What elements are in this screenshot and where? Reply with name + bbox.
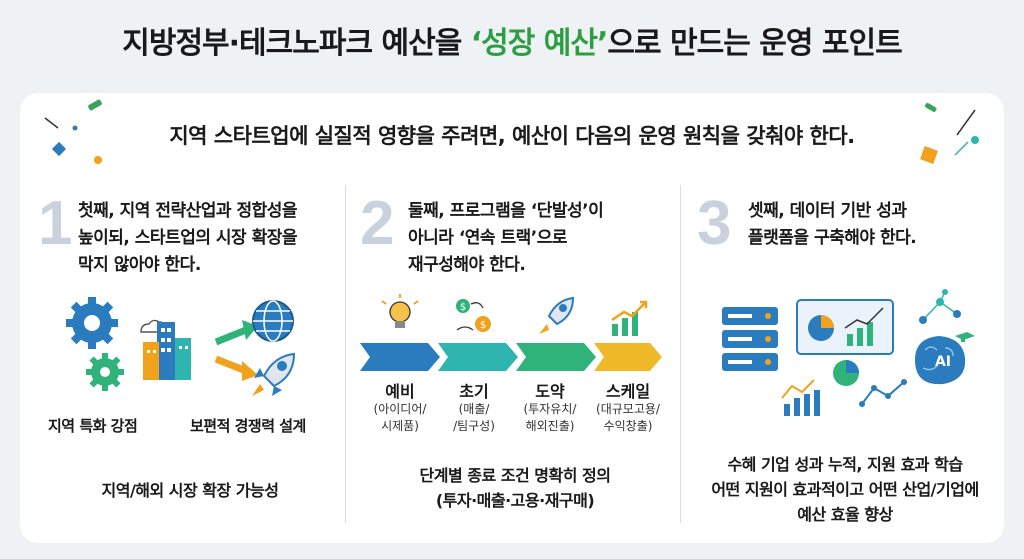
stage-desc-1: (아이디어/시제품) xyxy=(373,402,427,433)
column-divider-1 xyxy=(345,185,346,523)
subtitle: 지역 스타트업에 실질적 영향을 주려면, 예산이 다음의 운영 원칙을 갖춰야… xyxy=(169,124,855,148)
dashboard-icon xyxy=(796,299,894,355)
svg-text:$: $ xyxy=(460,302,466,313)
stage-desc-2: (매출//팀구성) xyxy=(453,402,495,433)
rocket-icon xyxy=(252,352,296,396)
money-icon: $ $ xyxy=(456,299,491,332)
column-1-footer: 지역/해외 시장 확장 가능성 xyxy=(101,481,279,500)
globe-icon xyxy=(252,300,294,342)
arrow-down-icon xyxy=(214,355,258,381)
stage-desc-3: (투자유치/해외진출) xyxy=(523,402,577,433)
server-icon xyxy=(722,307,778,371)
column-2-footer: 단계별 종료 조건 명확히 정의(투자·매출·고용·재구매) xyxy=(419,466,611,510)
column-3-number: 3 xyxy=(697,189,732,258)
bar-chart-icon xyxy=(781,379,820,416)
rocket-icon xyxy=(539,296,575,334)
page-title: 지방정부·테크노파크 예산을 ‘성장 예산’으로 만드는 운영 포인트 xyxy=(122,26,902,61)
stage-name-1: 예비 xyxy=(385,382,415,401)
svg-text:$: $ xyxy=(480,320,486,331)
column-divider-2 xyxy=(680,185,681,523)
stage-name-3: 도약 xyxy=(535,382,565,401)
network-nodes-icon xyxy=(919,289,961,324)
column-1-number: 1 xyxy=(38,189,73,258)
lightbulb-icon xyxy=(381,294,419,328)
caption-local-strength: 지역 특화 강점 xyxy=(48,417,138,435)
column-2-number: 2 xyxy=(360,189,395,258)
stage-arrow-track xyxy=(360,343,662,371)
city-buildings-icon xyxy=(140,319,191,380)
stage-name-2: 초기 xyxy=(459,382,489,401)
stage-desc-4: (대규모고용/수익창출) xyxy=(596,402,660,433)
growth-chart-icon xyxy=(611,300,648,336)
stage-name-4: 스케일 xyxy=(605,382,651,401)
gear-icon xyxy=(66,297,124,391)
ai-label: AI xyxy=(935,354,951,370)
pie-chart-icon xyxy=(833,360,859,386)
ai-brain-icon: AI xyxy=(915,332,975,385)
caption-universal-competitiveness: 보편적 경쟁력 설계 xyxy=(190,417,306,435)
trend-line-icon xyxy=(859,379,907,407)
